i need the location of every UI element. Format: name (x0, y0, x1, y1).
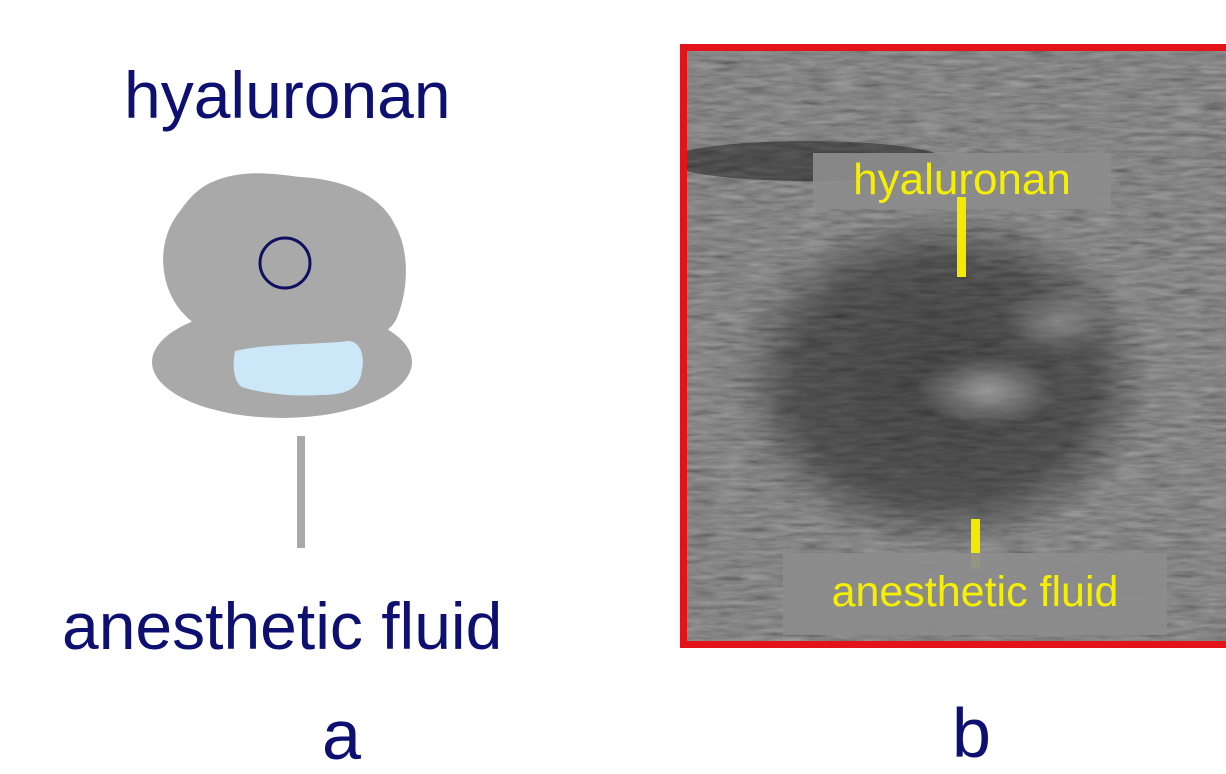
panel-a-anesthetic-fluid-label: anesthetic fluid (62, 593, 502, 659)
fluid-pocket (234, 341, 363, 396)
panel-a-hyaluronan-label: hyaluronan (124, 62, 451, 128)
echogenic-spot (917, 356, 1057, 426)
panel-a-letter: a (322, 700, 361, 770)
panel-b-letter: b (952, 698, 991, 768)
ultrasound-image-frame: hyaluronan anesthetic fluid (680, 44, 1226, 648)
small-circle-icon (260, 238, 310, 288)
ultrasound-top-marker-line (957, 197, 966, 277)
vertical-needle-line (297, 436, 305, 548)
schematic-diagram (150, 165, 430, 565)
echogenic-spot-upper (1002, 286, 1112, 356)
ultrasound-anesthetic-fluid-label: anesthetic fluid (783, 553, 1167, 635)
